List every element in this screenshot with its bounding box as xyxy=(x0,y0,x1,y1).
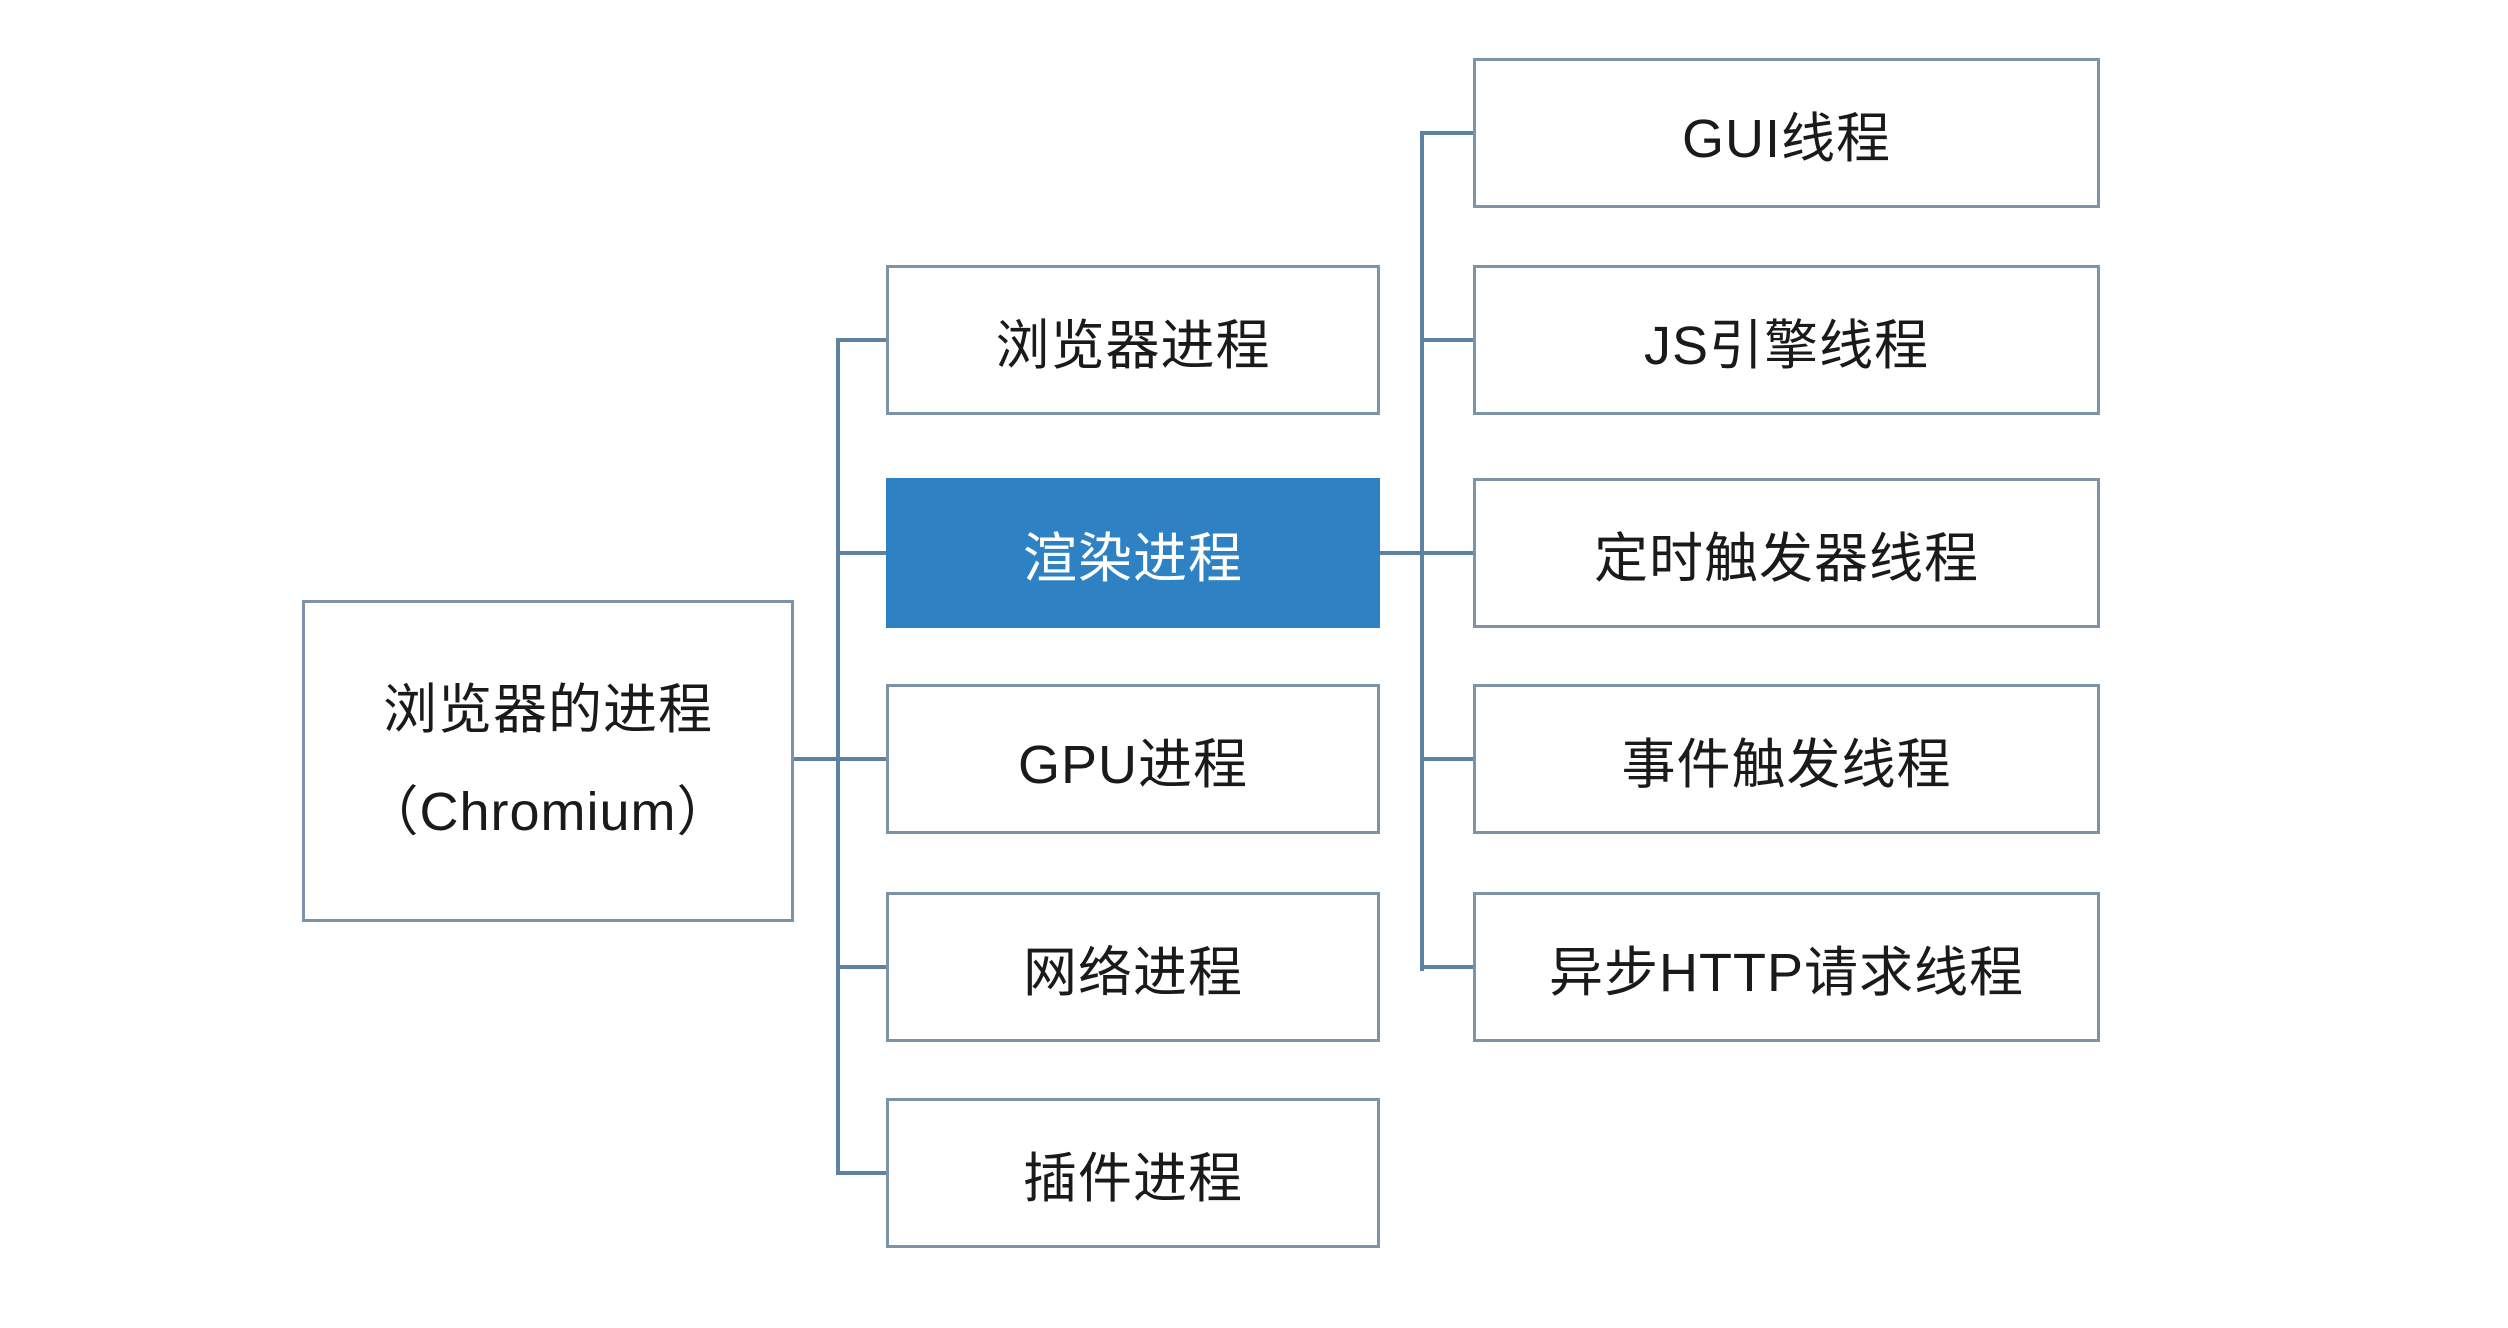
process-box-network: 网络进程 xyxy=(886,892,1380,1042)
connector-spine-to-browser-process xyxy=(836,338,886,342)
process-box-browser: 浏览器进程 xyxy=(886,265,1380,415)
connector-spine-to-http-thread xyxy=(1420,965,1473,969)
connector-spine-to-js-thread xyxy=(1420,338,1473,342)
thread-box-js-engine: JS引擎线程 xyxy=(1473,265,2100,415)
connector-right-spine xyxy=(1420,131,1424,971)
connector-spine-to-event-thread xyxy=(1420,757,1473,761)
connector-spine-to-render-process xyxy=(836,551,886,555)
connector-spine-to-gui-thread xyxy=(1420,131,1473,135)
root-label-line-2: （Chromium） xyxy=(364,782,732,842)
thread-box-timer: 定时触发器线程 xyxy=(1473,478,2100,628)
thread-box-event: 事件触发线程 xyxy=(1473,684,2100,834)
process-box-gpu: GPU进程 xyxy=(886,684,1380,834)
connector-render-to-right-spine xyxy=(1380,551,1473,555)
process-box-plugin: 插件进程 xyxy=(886,1098,1380,1248)
connector-left-spine xyxy=(836,338,840,1175)
thread-box-gui: GUI线程 xyxy=(1473,58,2100,208)
root-box-browser-process: 浏览器的进程 （Chromium） xyxy=(302,600,794,922)
root-label-line-1: 浏览器的进程 xyxy=(383,680,713,740)
connector-spine-to-plugin-process xyxy=(836,1171,886,1175)
connector-root-to-left-spine xyxy=(794,757,886,761)
connector-spine-to-network-process xyxy=(836,965,886,969)
process-box-render: 渲染进程 xyxy=(886,478,1380,628)
thread-box-async-http: 异步HTTP请求线程 xyxy=(1473,892,2100,1042)
